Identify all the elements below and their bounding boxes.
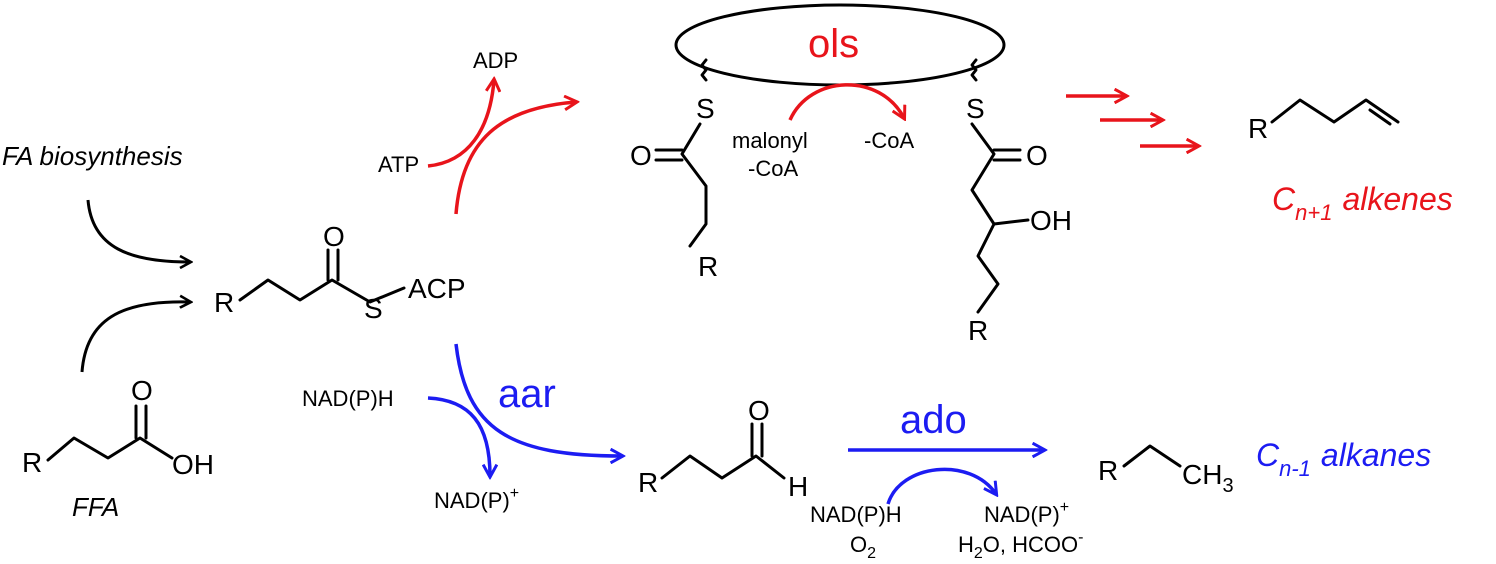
acp-r-atom: R: [214, 287, 234, 318]
ols-main-arrow: [454, 102, 576, 215]
ado-byproducts-label: H2O, HCOO-: [958, 529, 1083, 562]
ffa-label: FFA: [72, 492, 119, 522]
aar-enzyme-label: aar: [498, 372, 556, 416]
ols-acyl-intermediate: S O R: [630, 58, 718, 282]
ffa-oh: OH: [172, 449, 214, 480]
adp-label: ADP: [473, 48, 518, 73]
aldehyde-r: R: [638, 467, 658, 498]
alkane-structure: R CH3: [1098, 444, 1234, 497]
acp-carbonyl-bond: [326, 248, 340, 282]
ffa-chain-bonds: [46, 436, 174, 462]
acp-group: ACP: [408, 273, 466, 304]
ols-right-s: S: [966, 93, 985, 124]
ffa-carbonyl-bond: [134, 404, 148, 440]
ado-o2-label: O2: [850, 532, 876, 562]
ols-right-oh-bond: [992, 218, 1030, 226]
ols-left-carbonyl: [654, 148, 684, 162]
acp-chain-bonds: [238, 278, 406, 304]
ffa-carbonyl-o: O: [131, 375, 153, 406]
ols-left-s: S: [696, 93, 715, 124]
coa-released-label: -CoA: [864, 128, 914, 153]
ols-hydroxy-intermediate: S O OH R: [966, 58, 1072, 346]
aldehyde-h: H: [788, 471, 808, 502]
acp-s-atom: S: [364, 293, 383, 324]
aldehyde-chain: [660, 454, 786, 480]
malonyl-coa-label: -CoA: [748, 156, 798, 181]
atp-to-adp-arrow: [427, 80, 494, 168]
ols-enzyme-label: ols: [808, 22, 859, 66]
ols-left-o: O: [630, 140, 652, 171]
alkene-r: R: [1248, 113, 1268, 144]
ols-right-tether: [970, 58, 978, 82]
ols-left-tether: [700, 58, 708, 82]
ols-right-carbonyl: [992, 148, 1022, 162]
atp-label: ATP: [378, 152, 419, 177]
acp-carbonyl-o: O: [323, 221, 345, 252]
ols-left-chain: [680, 122, 708, 248]
alkene-chain: [1270, 98, 1400, 124]
aldehyde-carbonyl: [750, 422, 764, 458]
ols-left-r: R: [698, 251, 718, 282]
alkane-ch3: CH3: [1182, 459, 1234, 497]
ols-right-r: R: [968, 315, 988, 346]
ols-right-o: O: [1026, 140, 1048, 171]
nadph-to-nadp-arrow: [427, 396, 490, 476]
ado-nadp-label: NAD(P)+: [984, 499, 1069, 527]
aar-main-arrow: [454, 343, 622, 456]
aar-nadph-label: NAD(P)H: [302, 386, 394, 411]
alkene-structure: R: [1248, 98, 1400, 144]
alkane-r: R: [1098, 455, 1118, 486]
ado-nadph-label: NAD(P)H: [810, 502, 902, 527]
alkene-double-bond: [1368, 108, 1392, 126]
ffa-to-acp-arrow: [80, 302, 190, 373]
ols-right-oh: OH: [1030, 205, 1072, 236]
ols-right-chain: [970, 122, 1000, 314]
aldehyde-o: O: [748, 395, 770, 426]
fa-biosynthesis-label: FA biosynthesis: [2, 141, 183, 171]
ffa-structure: R O OH: [22, 375, 214, 480]
malonyl-coa-arrow: [788, 83, 904, 120]
alkane-chain: [1122, 444, 1182, 468]
ado-enzyme-label: ado: [900, 398, 967, 442]
fa-biosynthesis-arrow: [86, 199, 190, 262]
ffa-r-atom: R: [22, 447, 42, 478]
malonyl-label: malonyl: [732, 128, 808, 153]
acyl-acp-structure: R O S ACP: [214, 221, 466, 324]
aar-nadp-label: NAD(P)+: [434, 485, 519, 513]
ado-cofactor-arrow: [886, 467, 996, 505]
aldehyde-structure: R O H: [638, 395, 808, 502]
